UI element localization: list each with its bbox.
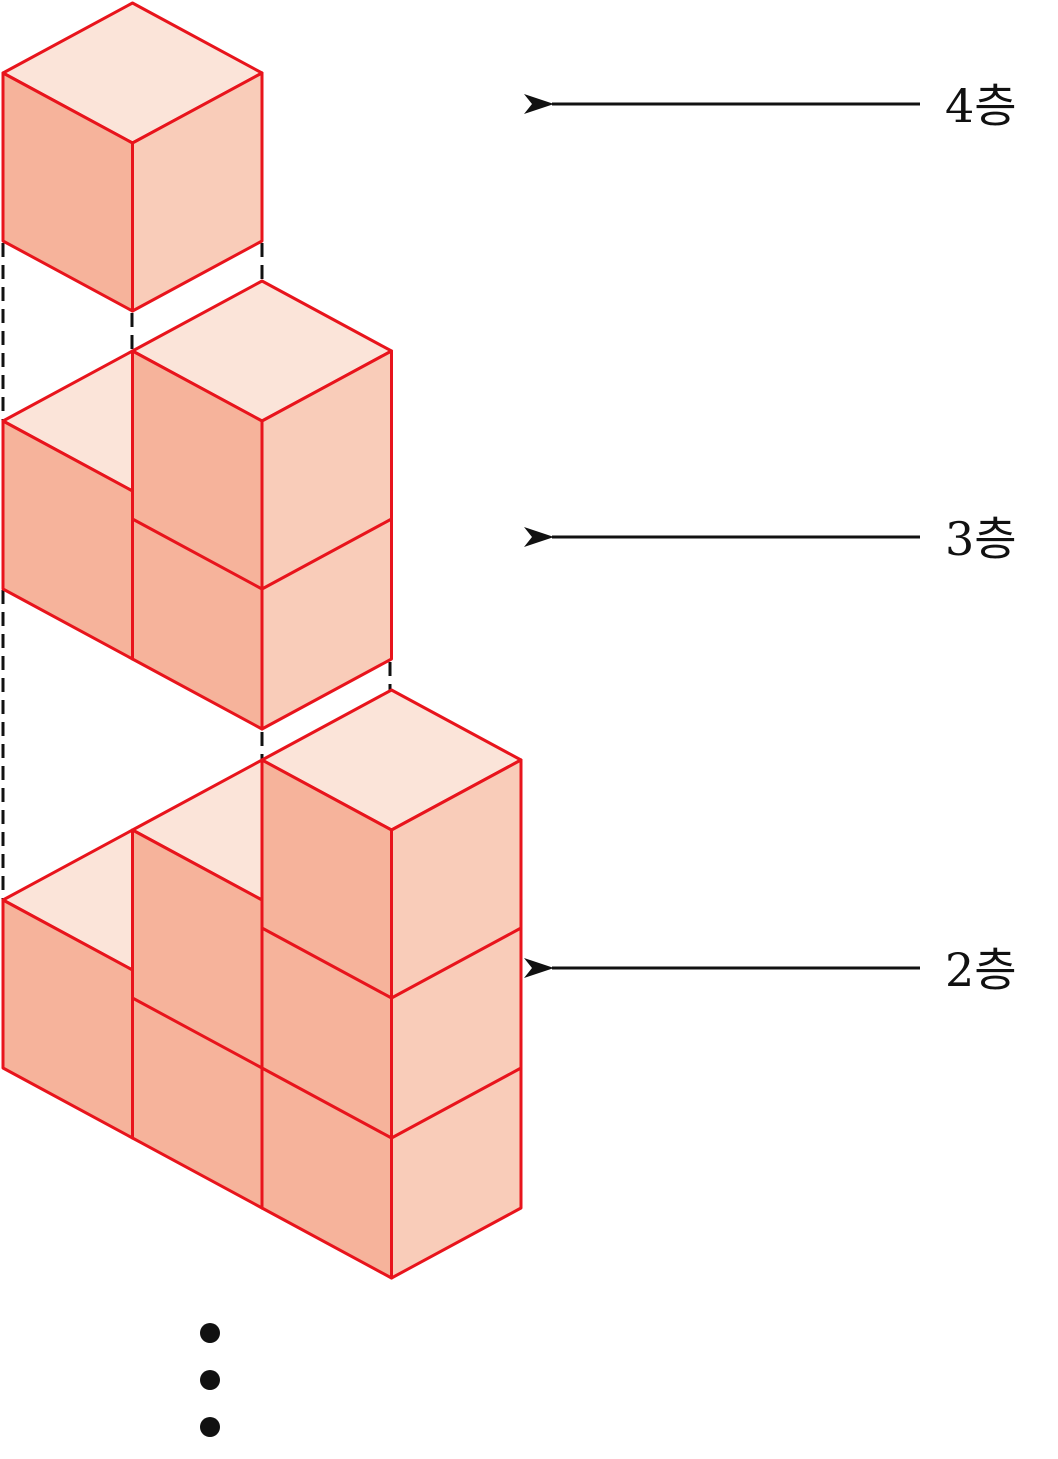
layer-arrows	[520, 94, 920, 978]
cube-right-face	[260, 349, 393, 591]
label-layer-3: 3층	[945, 512, 1017, 566]
cube	[131, 279, 393, 591]
ellipsis-dot	[200, 1370, 220, 1390]
ellipsis-dot	[200, 1323, 220, 1343]
cube	[1, 1, 264, 313]
vertical-ellipsis	[200, 1323, 220, 1437]
label-layer-2: 2층	[945, 943, 1017, 997]
cube-right-face	[131, 71, 264, 313]
label-layer-4: 4층	[945, 79, 1017, 133]
cube	[260, 688, 523, 1000]
cube-right-face	[390, 758, 523, 1000]
layer-2-cubes	[1, 688, 523, 1280]
ellipsis-dot	[200, 1417, 220, 1437]
layer-4-cubes	[1, 1, 264, 313]
layer-3-cubes	[1, 279, 393, 731]
